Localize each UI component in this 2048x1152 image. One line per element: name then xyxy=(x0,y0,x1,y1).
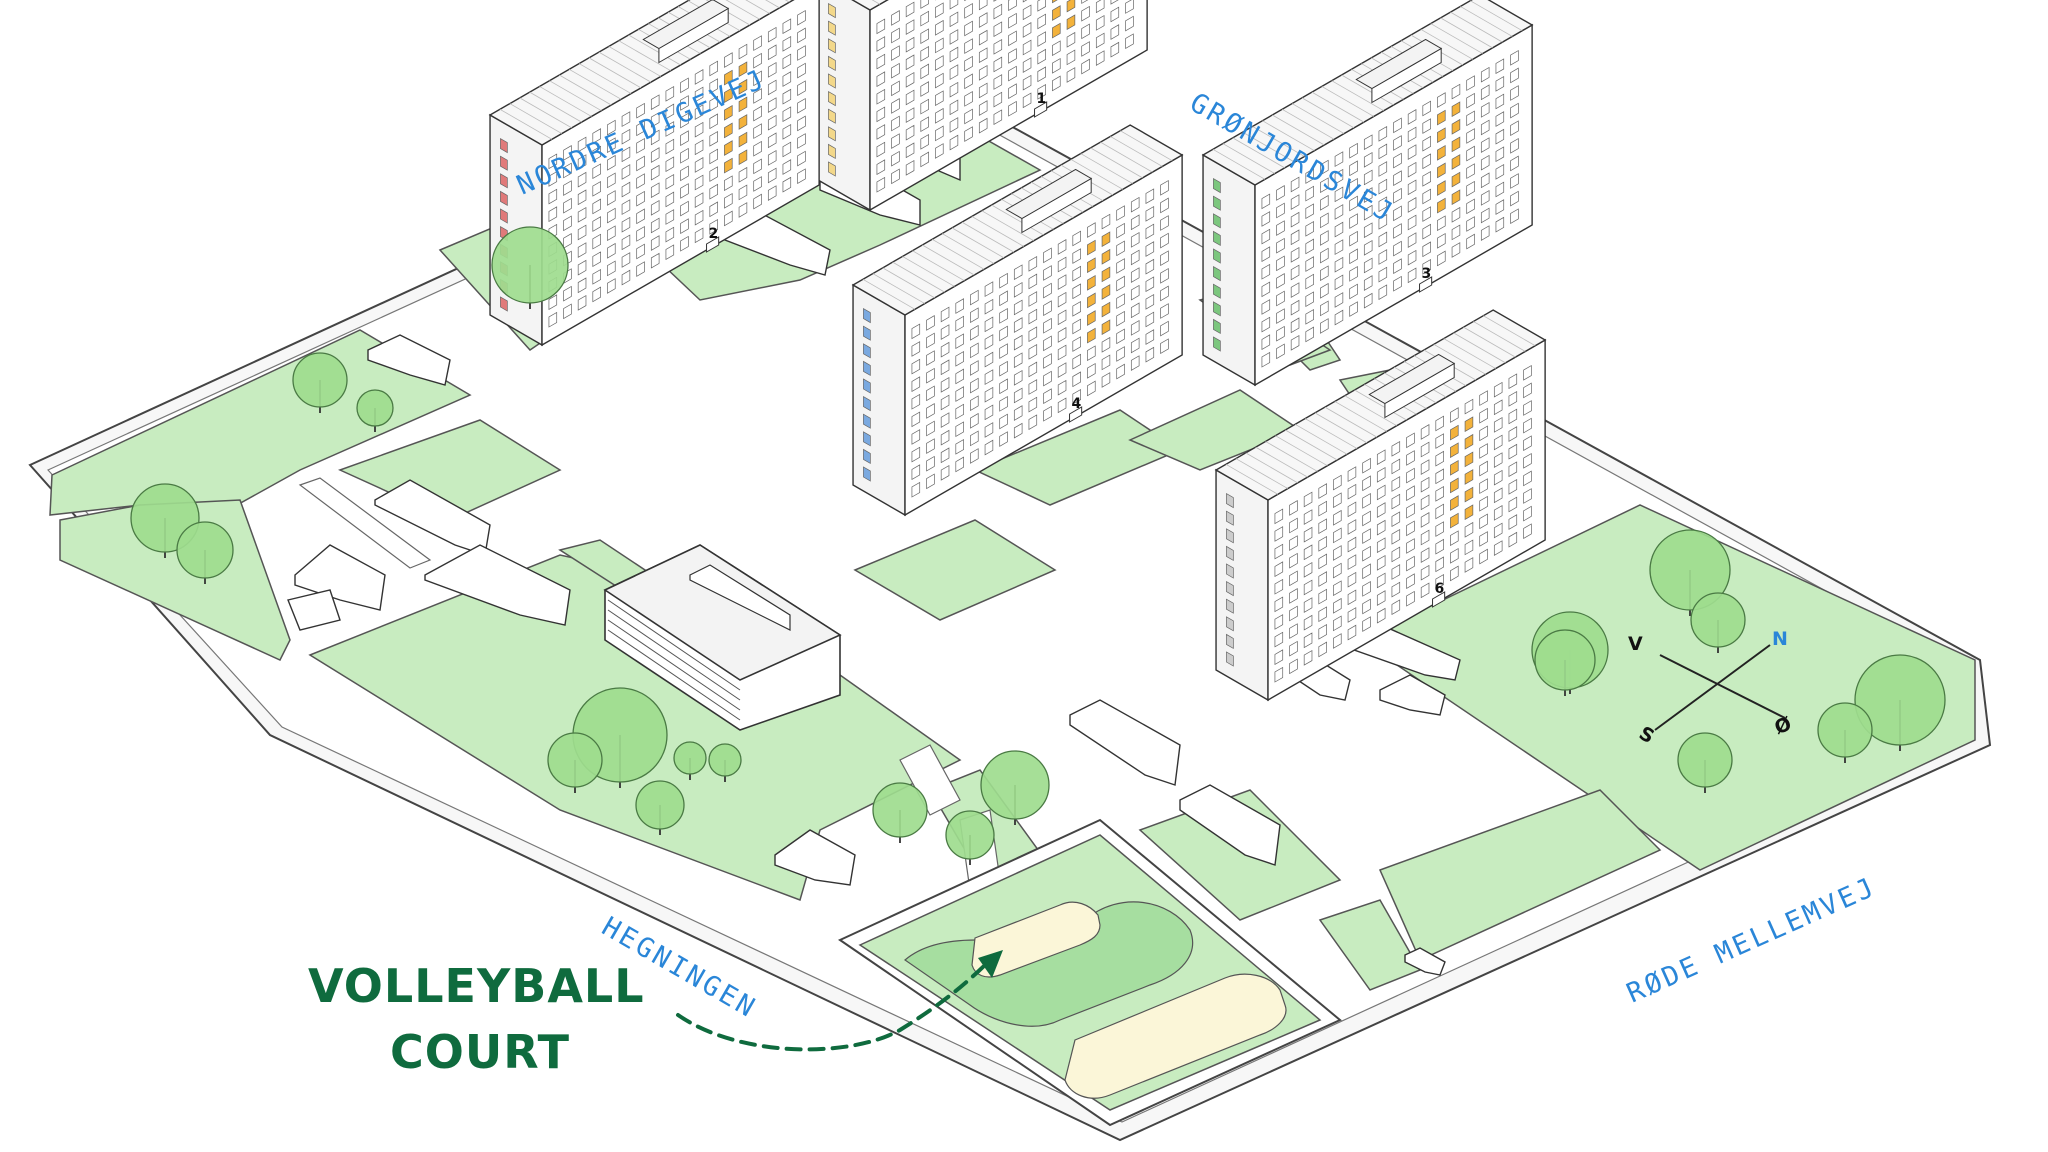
tree xyxy=(491,226,569,309)
tower-block-4: 4 xyxy=(851,124,1184,517)
tower-number: 3 xyxy=(1422,266,1432,282)
tree xyxy=(356,389,394,432)
compass-n: N xyxy=(1772,628,1788,650)
tree xyxy=(1690,592,1746,653)
callout-line-1: VOLLEYBALL xyxy=(308,959,645,1013)
tower-block-6: 6 xyxy=(1214,309,1547,702)
trees xyxy=(130,226,1946,865)
callout-arrowhead xyxy=(978,950,1003,978)
tree xyxy=(1677,732,1733,793)
tower-number: 1 xyxy=(1037,91,1047,107)
tree xyxy=(292,352,348,413)
tree xyxy=(1649,529,1731,616)
volleyball-callout: VOLLEYBALL COURT xyxy=(308,950,1003,1079)
callout-arrow xyxy=(676,958,992,1052)
gym-building xyxy=(603,544,842,731)
tower-blocks: 1 2 3 4 6 xyxy=(488,0,1547,702)
tower-number: 4 xyxy=(1072,396,1082,412)
court-area xyxy=(837,818,1342,1127)
compass-v: V xyxy=(1628,633,1643,655)
tree xyxy=(980,750,1050,825)
compass-o: Ø xyxy=(1772,713,1795,739)
tower-block-3: 3 xyxy=(1201,0,1534,387)
tower-number: 2 xyxy=(709,226,719,242)
tree xyxy=(673,741,707,780)
callout-line-2: COURT xyxy=(390,1025,570,1079)
tree xyxy=(1817,702,1873,763)
tree xyxy=(176,521,234,584)
tree xyxy=(872,782,928,843)
tree xyxy=(1854,654,1946,751)
tree xyxy=(945,810,995,865)
tree xyxy=(1534,629,1596,696)
tree xyxy=(708,743,742,782)
tree xyxy=(635,780,685,835)
tower-block-1: 1 xyxy=(817,0,1148,212)
tree xyxy=(547,732,603,793)
tower-number: 6 xyxy=(1435,581,1445,597)
